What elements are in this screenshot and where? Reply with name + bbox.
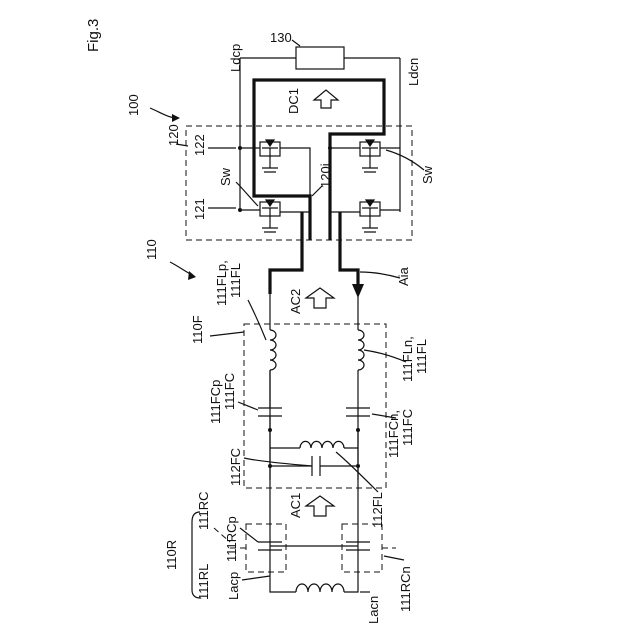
label-ac1: AC1 <box>288 493 303 518</box>
label-111FLn: 111FLn, <box>400 336 415 382</box>
ac-bottom-right <box>344 576 358 592</box>
label-lacp: Lacp <box>226 572 241 600</box>
ac1-arrow <box>306 496 334 516</box>
label-111FCp: 111FCp <box>208 380 223 424</box>
label-112FC: 112FC <box>228 448 243 486</box>
label-lacn: Lacn <box>366 596 381 624</box>
node-121 <box>238 208 242 212</box>
leader-aia <box>360 272 400 278</box>
ac2-arrow <box>306 288 334 308</box>
label-110: 110 <box>144 239 159 260</box>
node-122 <box>238 146 242 150</box>
leader-lacp <box>242 576 270 580</box>
label-ldcp: Ldcp <box>228 44 243 72</box>
node-fc-p <box>268 428 272 432</box>
rc-box-n <box>342 524 382 572</box>
label-111FLp: 111FLp, <box>214 260 229 306</box>
leader-111RCp <box>240 528 258 542</box>
ac2-current-path <box>270 212 358 294</box>
label-120i: 120i <box>318 163 333 188</box>
label-110F: 110F <box>190 315 205 344</box>
ref-arrowhead-110 <box>188 271 196 280</box>
label-dc1: DC1 <box>286 88 301 114</box>
label-112FL: 112FL <box>370 492 385 528</box>
label-111FL-a: 111FL <box>228 263 243 298</box>
inductor-111FLp <box>270 330 276 370</box>
leader-112FL <box>336 452 378 492</box>
capacitor-112FC <box>312 456 320 476</box>
leader-111FCp <box>238 402 258 410</box>
label-111RL: 111RL <box>196 564 211 600</box>
leader-111RCn <box>384 556 404 560</box>
switch-lower-left <box>240 200 280 232</box>
label-111FC-b: 111FC <box>400 409 415 446</box>
switch-upper-right <box>360 140 400 172</box>
label-111RC: 111RC <box>196 491 211 530</box>
label-110R: 110R <box>164 540 179 570</box>
node-cap-p <box>268 464 272 468</box>
label-ldcn: Ldcn <box>406 58 421 86</box>
bridge-leg-left <box>280 148 310 212</box>
node-fc-n <box>356 428 360 432</box>
node-cap-n <box>356 464 360 468</box>
ac-bottom-left <box>270 576 296 592</box>
label-111RCp: 111RCp <box>224 516 239 562</box>
leader-112FC <box>244 458 312 466</box>
label-120: 120 <box>166 124 181 146</box>
label-111FC-a: 111FC <box>222 373 237 410</box>
switch-lower-right <box>360 200 400 232</box>
leader-110F <box>210 332 244 336</box>
label-100: 100 <box>126 94 141 116</box>
label-sw-left: Sw <box>218 167 233 186</box>
node-right-mid <box>328 146 332 150</box>
label-111RCn: 111RCn <box>398 566 413 612</box>
switch-upper-left <box>240 140 280 172</box>
label-121: 121 <box>192 198 207 220</box>
label-aia: Aia <box>396 266 411 286</box>
rc-box-p <box>246 524 286 572</box>
inductor-111FLn <box>358 330 364 370</box>
leader-120i <box>312 186 322 196</box>
label-130: 130 <box>270 30 292 45</box>
label-122: 122 <box>192 134 207 156</box>
leader-111FLp <box>248 300 266 340</box>
ref-arrowhead-100 <box>172 114 180 122</box>
label-ac2: AC2 <box>288 289 303 314</box>
capacitor-111FCp <box>258 370 282 430</box>
filter-110F-boundary <box>244 324 386 488</box>
inductor-112FL <box>300 441 344 448</box>
reactor-111RL <box>296 584 344 592</box>
leader-sw-right <box>386 150 424 170</box>
figure-title: Fig.3 <box>85 19 102 52</box>
load-130 <box>296 47 344 69</box>
label-111FL-b: 111FL <box>414 339 429 374</box>
leader-130 <box>292 40 300 46</box>
dc1-arrow <box>314 90 338 108</box>
